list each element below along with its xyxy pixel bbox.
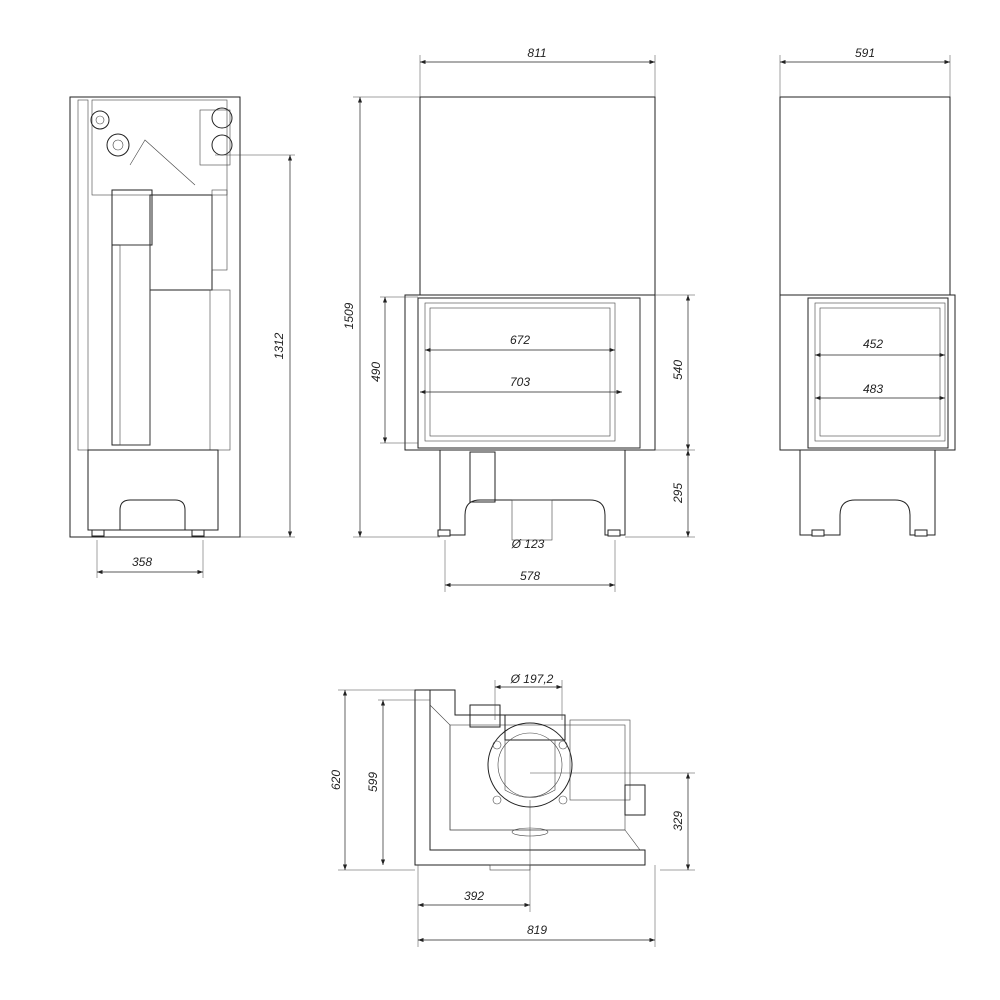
dim-flue-197: Ø 197,2	[510, 672, 554, 686]
dim-452: 452	[863, 337, 883, 351]
dim-1509: 1509	[342, 302, 356, 329]
side-view: 591 452 483	[779, 46, 956, 537]
dim-483: 483	[863, 382, 883, 396]
side-section-view: 1312 358	[69, 96, 295, 578]
dim-819: 819	[527, 923, 547, 937]
dim-703: 703	[510, 375, 530, 389]
dim-811: 811	[527, 46, 546, 60]
dim-329: 329	[671, 811, 685, 831]
plan-view: Ø 197,2 620 599 329 392 819	[329, 672, 695, 947]
dim-392: 392	[464, 889, 484, 903]
dim-591: 591	[855, 46, 875, 60]
dim-358: 358	[132, 555, 152, 569]
dim-flue-123: Ø 123	[511, 537, 545, 551]
dim-295: 295	[671, 483, 685, 504]
dim-540: 540	[671, 360, 685, 380]
dim-599: 599	[366, 772, 380, 792]
dim-620: 620	[329, 770, 343, 790]
dim-1312: 1312	[272, 332, 286, 359]
dim-578: 578	[520, 569, 540, 583]
dim-490: 490	[369, 362, 383, 382]
front-view: 811 1509 490 540 295 672 703 Ø 123 578	[342, 46, 695, 592]
dim-672: 672	[510, 333, 530, 347]
